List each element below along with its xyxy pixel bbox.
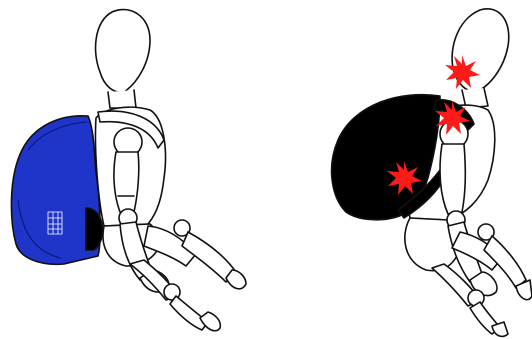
- mannequin-head-left: [96, 10, 150, 93]
- mannequin-figure-right: [332, 9, 532, 337]
- mannequin-figure-left: [11, 10, 246, 331]
